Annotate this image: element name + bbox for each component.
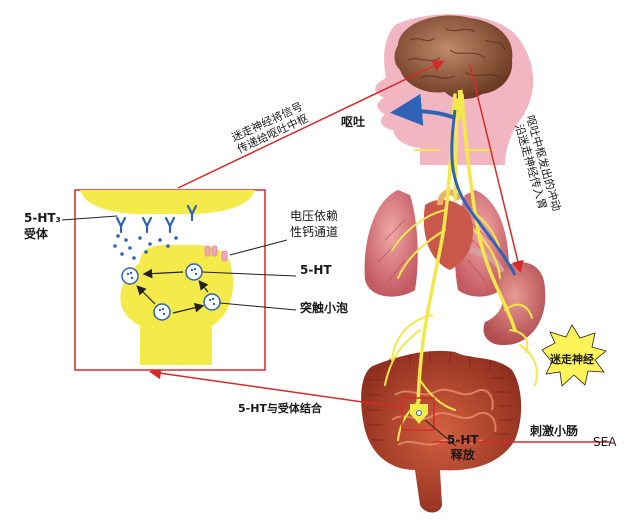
large-intestine [361, 351, 521, 513]
voltage-channel-label: 电压依赖 性钙通道 [290, 208, 338, 240]
stimulate-label: 刺激小肠 [530, 425, 578, 438]
vesicle-label: 突触小泡 [300, 302, 348, 315]
vomit-label: 呕吐 [341, 116, 365, 129]
sea-label: SEA [593, 436, 616, 449]
serotonin-label: 5-HT [300, 264, 332, 277]
vagus-burst-label: 迷走神经 [550, 353, 594, 366]
release-label: 5-HT 释放 [447, 433, 479, 463]
receptor-label: 5-HT₃ 受体 [24, 210, 61, 242]
left-lung [365, 190, 418, 297]
binding-label: 5-HT与受体结合 [238, 402, 322, 415]
